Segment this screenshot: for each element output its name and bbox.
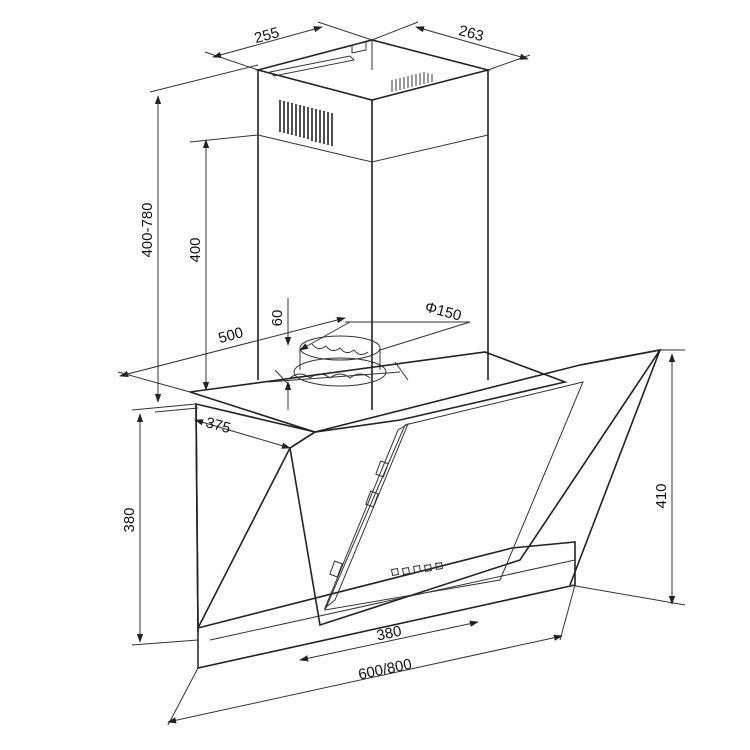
label-overall-width: 600/800 <box>357 656 414 684</box>
dimension-labels: 255 263 400-780 400 60 Φ150 500 375 380 … <box>121 22 670 683</box>
label-chimney-width: 255 <box>253 24 282 47</box>
label-chimney-depth: 263 <box>457 22 486 45</box>
label-canopy-depth: 375 <box>204 414 233 437</box>
label-outlet-height: 60 <box>269 310 286 327</box>
hood-body <box>189 348 662 669</box>
dimension-lines <box>117 21 686 726</box>
label-front-height: 380 <box>121 507 138 532</box>
label-body-depth: 500 <box>217 324 246 347</box>
chimney <box>254 39 492 410</box>
top-vent-grille <box>391 72 433 92</box>
label-chimney-height-range: 400-780 <box>139 202 156 257</box>
label-glass-height: 410 <box>653 483 670 508</box>
label-outlet-diameter: Φ150 <box>423 299 463 325</box>
label-chimney-height: 400 <box>187 237 204 262</box>
control-panel <box>390 561 444 577</box>
side-vent-slots <box>279 100 333 146</box>
label-glass-width: 380 <box>375 623 403 645</box>
